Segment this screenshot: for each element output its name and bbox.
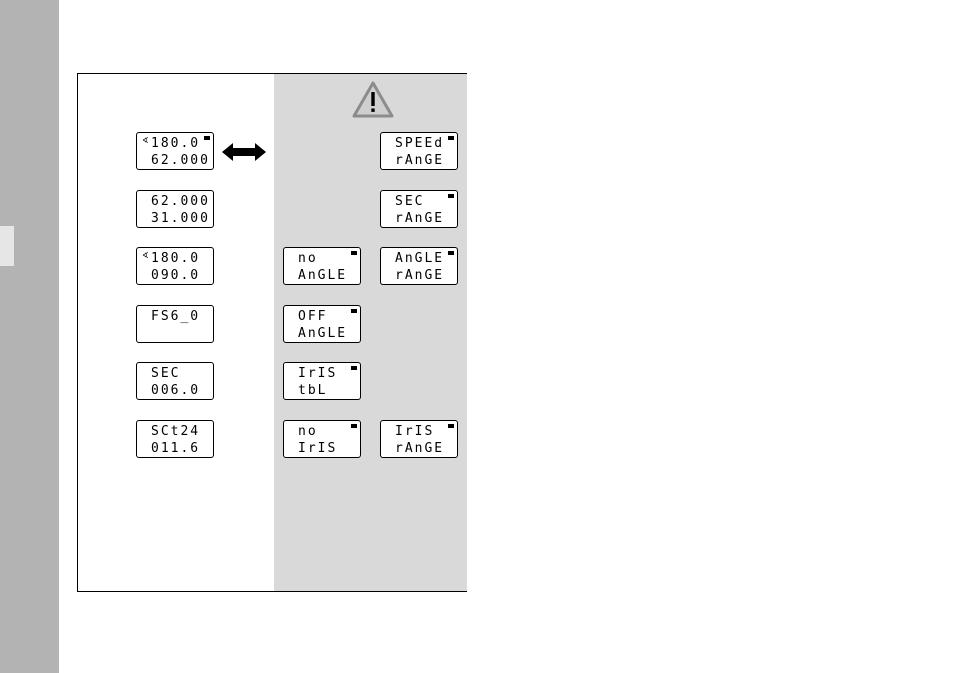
page-side-strip — [0, 0, 59, 673]
lcd-line-1: 180.0 — [151, 137, 200, 150]
display-indicator — [448, 251, 454, 255]
lcd-line-1: 180.0 — [151, 252, 200, 265]
lcd-display: IrIS tbL — [283, 362, 361, 400]
lcd-line-2: IrIS — [298, 442, 337, 455]
lcd-line-2: 006.0 — [151, 384, 200, 397]
lcd-line-2: rAnGE — [395, 154, 444, 167]
lcd-line-2: 62.000 — [151, 154, 210, 167]
lcd-display: no AnGLE — [283, 247, 361, 285]
lcd-display: SEC rAnGE — [380, 190, 458, 228]
lcd-line-2: tbL — [298, 384, 327, 397]
lcd-line-2: 090.0 — [151, 269, 200, 282]
lcd-display: OFF AnGLE — [283, 305, 361, 343]
angle-symbol: ∢ — [142, 137, 149, 145]
lcd-line-2: rAnGE — [395, 212, 444, 225]
lcd-display: ∢ 180.0 62.000 — [136, 132, 214, 170]
lcd-line-1: no — [298, 252, 318, 265]
lcd-line-1: 62.000 — [151, 195, 210, 208]
lcd-display: ∢ 180.0 090.0 — [136, 247, 214, 285]
lcd-display: 62.000 31.000 — [136, 190, 214, 228]
lcd-line-1: IrIS — [395, 425, 434, 438]
lcd-line-2: 011.6 — [151, 442, 200, 455]
lcd-line-2: 31.000 — [151, 212, 210, 225]
lcd-line-1: SEC — [395, 195, 424, 208]
lcd-line-2: rAnGE — [395, 442, 444, 455]
lcd-display: SPEEd rAnGE — [380, 132, 458, 170]
display-indicator — [351, 366, 357, 370]
display-indicator — [351, 309, 357, 313]
lcd-line-2: AnGLE — [298, 327, 347, 340]
lcd-line-1: no — [298, 425, 318, 438]
lcd-line-1: SEC — [151, 367, 180, 380]
chapter-tab-marker — [0, 226, 14, 266]
display-indicator — [448, 194, 454, 198]
warning-triangle-icon — [351, 80, 395, 120]
lcd-line-1: SPEEd — [395, 137, 444, 150]
lcd-display: SCt24 011.6 — [136, 420, 214, 458]
lcd-line-1: IrIS — [298, 367, 337, 380]
display-indicator — [204, 136, 210, 140]
angle-symbol: ∢ — [142, 252, 149, 260]
lcd-display: AnGLE rAnGE — [380, 247, 458, 285]
display-indicator — [351, 424, 357, 428]
lcd-line-2: rAnGE — [395, 269, 444, 282]
double-arrow-icon — [222, 142, 266, 162]
display-indicator — [448, 136, 454, 140]
lcd-line-1: AnGLE — [395, 252, 444, 265]
display-indicator — [448, 424, 454, 428]
display-overview-panel: ∢ 180.0 62.000 62.000 31.000 ∢ 180.0 090… — [77, 73, 467, 592]
lcd-display: IrIS rAnGE — [380, 420, 458, 458]
lcd-display: no IrIS — [283, 420, 361, 458]
lcd-display: FS6_0 — [136, 305, 214, 343]
lcd-display: SEC 006.0 — [136, 362, 214, 400]
lcd-line-2: AnGLE — [298, 269, 347, 282]
lcd-line-1: OFF — [298, 310, 327, 323]
lcd-line-1: FS6_0 — [151, 310, 200, 323]
lcd-line-1: SCt24 — [151, 425, 200, 438]
display-indicator — [351, 251, 357, 255]
